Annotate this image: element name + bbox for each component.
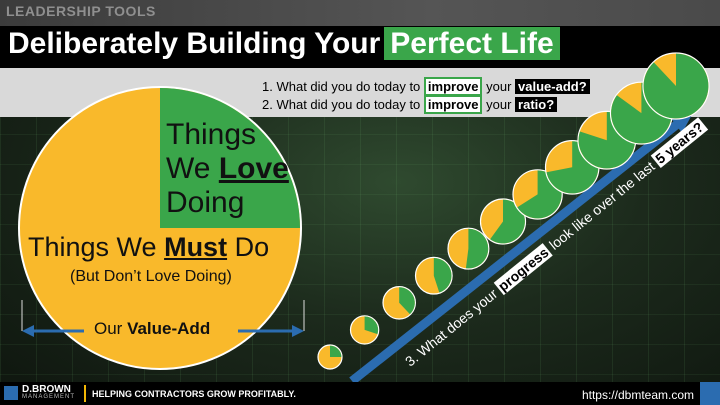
company-logo[interactable]: D.BROWN MANAGEMENT <box>4 384 82 402</box>
must-label: Things We Must Do <box>28 232 269 263</box>
value-add-word: Value-Add <box>127 319 211 338</box>
progress-pie-green-slice <box>643 53 709 119</box>
must-post: Do <box>234 232 270 262</box>
progress-pie <box>382 285 417 320</box>
progress-pie <box>317 344 343 370</box>
logo-sub: MANAGEMENT <box>22 394 76 400</box>
question-text: your <box>486 97 512 112</box>
progress-pie <box>479 198 527 245</box>
progress-pie-green-slice <box>465 228 489 269</box>
footer-tagline: HELPING CONTRACTORS GROW PROFITABLY. <box>92 389 296 399</box>
progress-pie <box>642 52 710 120</box>
question-2: 2. What did you do today to improve your… <box>262 95 558 114</box>
must-note: (But Don’t Love Doing) <box>70 268 232 285</box>
footer-bar <box>0 382 720 405</box>
progress-pie-green-slice <box>433 258 452 293</box>
love-line-2: We <box>166 152 211 185</box>
progress-pie-green-slice <box>330 345 342 357</box>
footer-corner-accent <box>700 382 720 405</box>
footer-separator <box>84 385 86 402</box>
love-label: Things We Love Doing <box>166 118 289 220</box>
top-band <box>0 0 720 26</box>
logo-mark-icon <box>4 386 18 400</box>
progress-pie-green-slice <box>490 199 525 244</box>
question-badge: ratio? <box>515 97 558 112</box>
question-highlight: improve <box>423 95 483 114</box>
question-text: What did you do today to <box>276 97 421 112</box>
footer-url[interactable]: https://dbmteam.com <box>581 388 694 402</box>
love-line-3: Doing <box>166 186 245 219</box>
title-highlight: Perfect Life <box>384 27 560 60</box>
big-pie-green-slice <box>160 88 300 228</box>
title-bar <box>0 26 720 68</box>
progress-pie-green-slice <box>399 287 415 315</box>
left-arrow-head <box>22 325 34 337</box>
value-add-pre: Our <box>94 319 123 338</box>
question-badge: value-add? <box>515 79 590 94</box>
question-text: What did you do today to <box>276 79 421 94</box>
right-arrow-head <box>292 325 304 337</box>
progress-pies <box>317 52 710 370</box>
logo-main: D.BROWN <box>22 384 71 395</box>
progress-pie <box>447 227 490 270</box>
progress-arrow-shaft <box>349 118 683 385</box>
section-kicker: LEADERSHIP TOOLS <box>6 3 156 19</box>
progress-pie-green-slice <box>364 316 379 335</box>
must-word: Must <box>164 232 228 262</box>
title-main: Deliberately Building Your <box>8 27 381 60</box>
progress-pie <box>414 256 453 295</box>
value-add-arrows <box>21 300 305 337</box>
question-text: your <box>486 79 512 94</box>
love-word: Love <box>218 152 289 185</box>
progress-pie <box>349 315 380 345</box>
value-add-pie <box>18 86 302 370</box>
question-number: 2. <box>262 97 273 112</box>
progress-arrow <box>349 111 694 385</box>
value-add-label: Our Value-Add <box>94 319 210 339</box>
big-pie <box>18 86 302 370</box>
question-1: 1. What did you do today to improve your… <box>262 77 590 96</box>
love-line-1: Things <box>166 118 257 151</box>
question-number: 1. <box>262 79 273 94</box>
must-pre: Things We <box>28 232 157 262</box>
